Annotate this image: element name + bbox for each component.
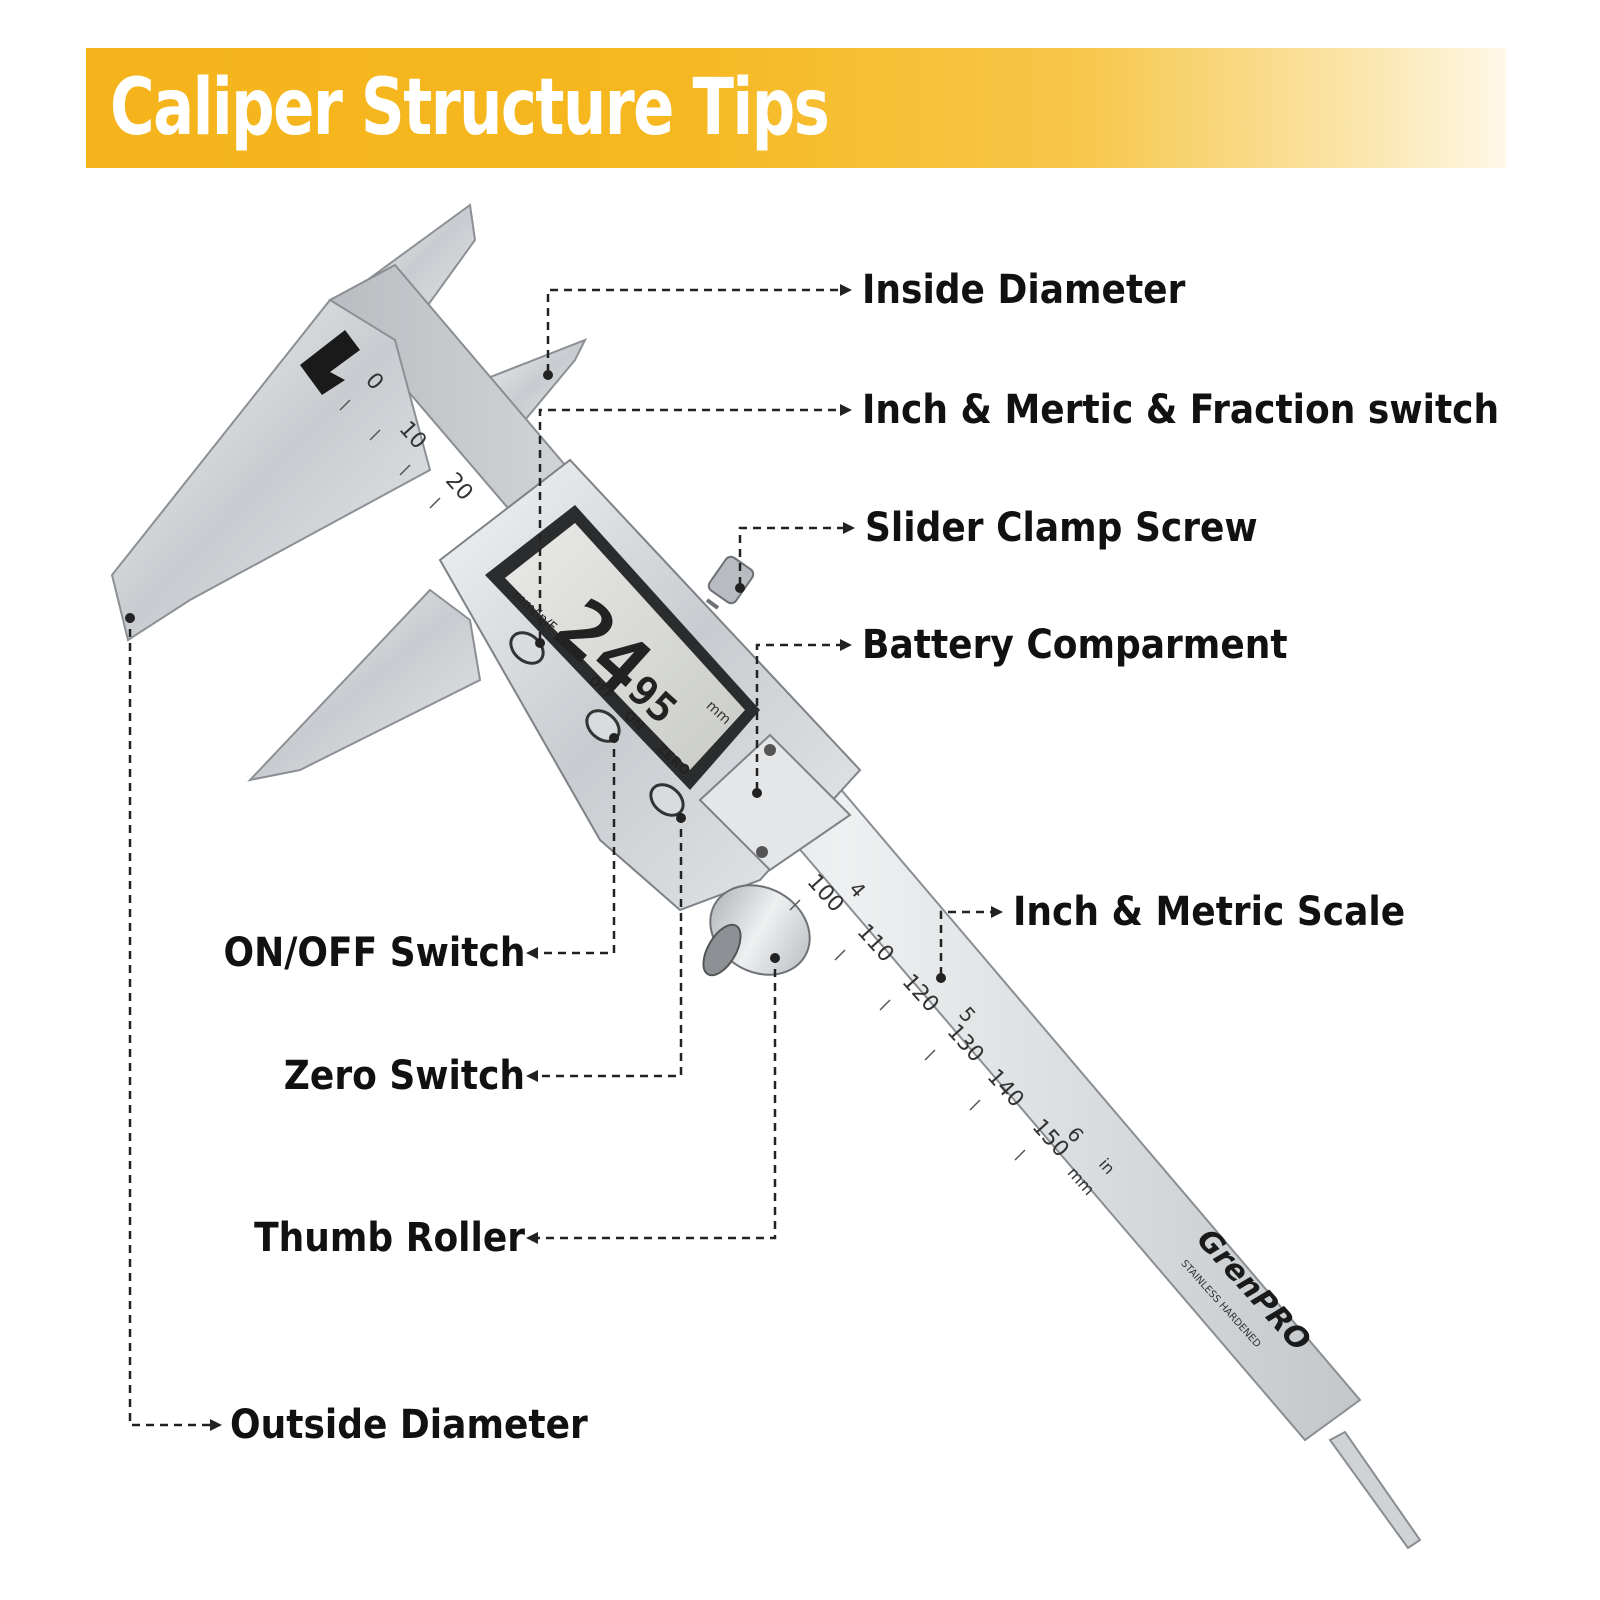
arrow-right-icon	[991, 906, 1003, 918]
page-title: Caliper Structure Tips	[110, 63, 830, 153]
clamp-screw	[707, 555, 755, 605]
label-on-off-switch: ON/OFF Switch	[223, 930, 525, 976]
zero-button	[649, 783, 685, 817]
battery-screw-icon	[756, 846, 768, 858]
arrow-right-icon	[843, 522, 855, 534]
label-zero-switch: Zero Switch	[283, 1053, 525, 1099]
label-battery-compartment: Battery Comparment	[862, 622, 1288, 668]
battery-leader	[755, 643, 840, 790]
label-inside-diameter: Inside Diameter	[862, 267, 1186, 313]
scale-leader	[939, 910, 991, 975]
clamp-screw-leader	[738, 526, 843, 585]
label-scale: Inch & Metric Scale	[1013, 889, 1406, 935]
thumb-roller-leader	[538, 955, 777, 1240]
unit-switch-leader	[538, 408, 840, 640]
zero-leader	[538, 815, 683, 1078]
depth-rod	[1328, 1430, 1422, 1550]
scale-tick-label: 20	[440, 468, 477, 506]
outside-diameter-leader	[128, 615, 210, 1427]
main-beam	[328, 263, 1362, 1442]
inside-diameter-leader	[546, 288, 840, 372]
arrow-left-icon	[526, 947, 538, 959]
battery-screw-icon	[764, 744, 776, 756]
label-outside-diameter: Outside Diameter	[230, 1402, 588, 1448]
label-unit-switch: Inch & Mertic & Fraction switch	[862, 387, 1500, 433]
arrow-right-icon	[210, 1419, 222, 1431]
on-off-leader	[538, 735, 616, 955]
movable-outside-jaw	[247, 588, 482, 782]
title-banner: Caliper Structure Tips	[86, 48, 1506, 168]
label-slider-clamp-screw: Slider Clamp Screw	[865, 505, 1258, 551]
arrow-left-icon	[526, 1232, 538, 1244]
arrow-right-icon	[840, 639, 852, 651]
fixed-outside-jaw	[110, 298, 432, 642]
scale-ticks	[339, 399, 1026, 1161]
lcd-screen	[505, 523, 745, 770]
arrow-left-icon	[526, 1070, 538, 1082]
arrow-right-icon	[840, 404, 852, 416]
battery-compartment	[698, 733, 852, 872]
arrow-right-icon	[840, 284, 852, 296]
label-thumb-roller: Thumb Roller	[254, 1215, 525, 1261]
unit-switch-button	[509, 631, 545, 665]
g-logo-icon	[300, 330, 360, 395]
